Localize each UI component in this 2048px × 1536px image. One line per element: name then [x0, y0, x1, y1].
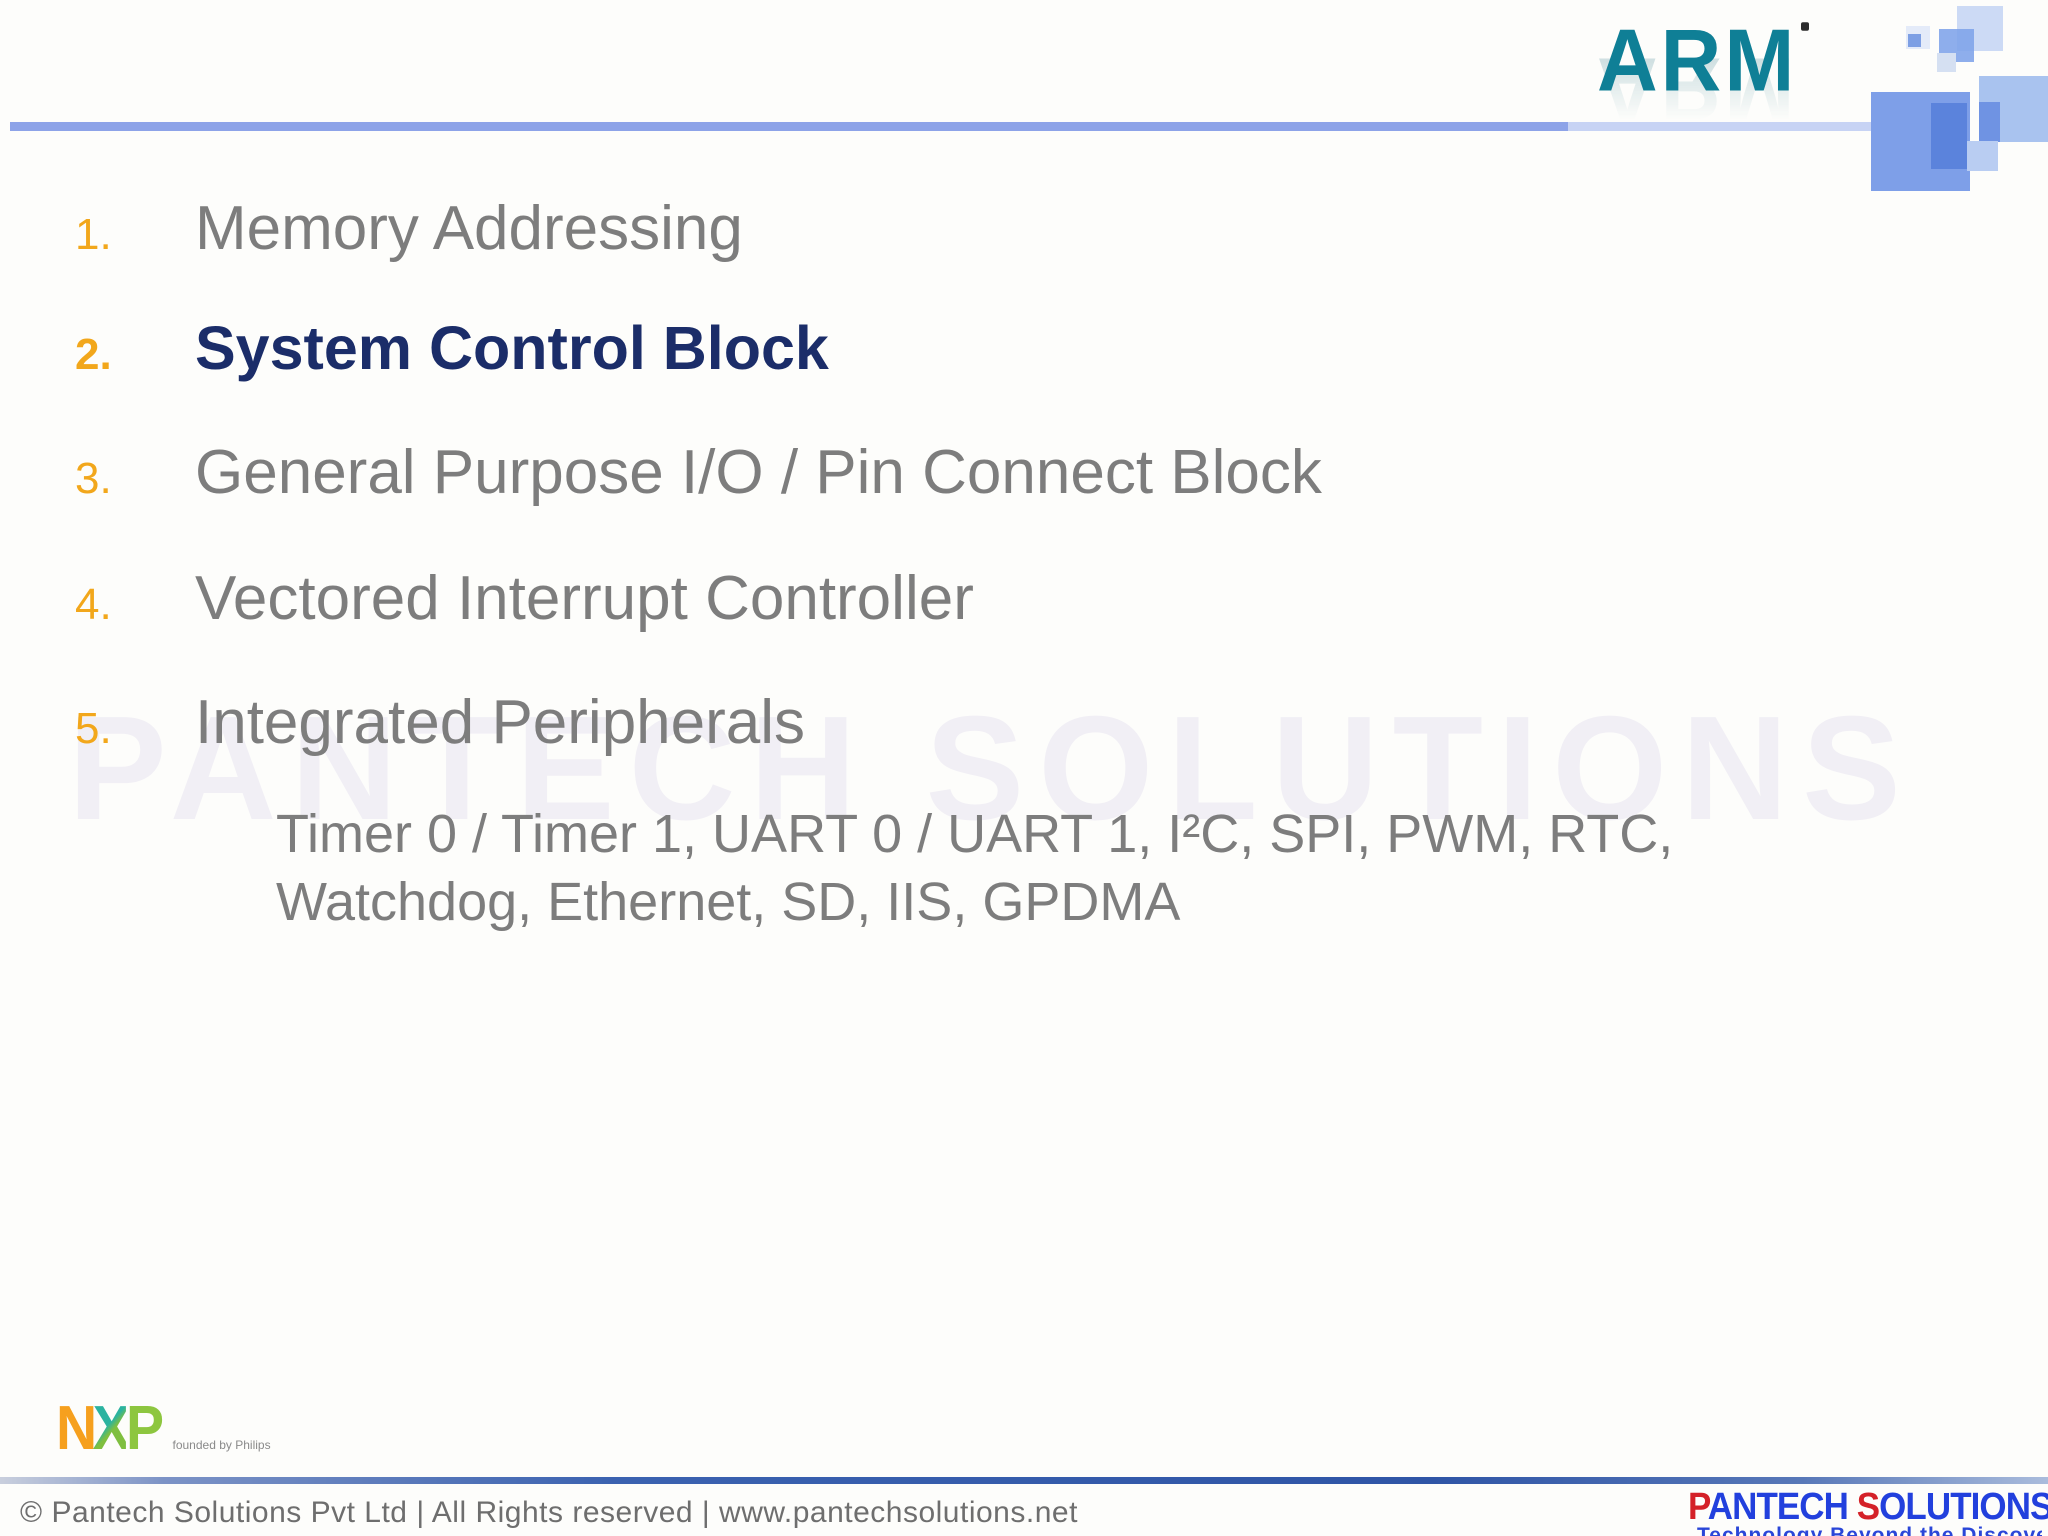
agenda-number: 3.: [75, 454, 112, 503]
nxp-founded-by-philips: founded by Philips: [172, 1438, 271, 1452]
arm-registered-mark-dot: [1801, 22, 1810, 31]
footer-rule: [0, 1477, 2048, 1484]
nxp-logo-letters: NXP: [56, 1398, 164, 1460]
deco-square-pale-small: [1937, 53, 1956, 72]
agenda-label: General Purpose I/O / Pin Connect Block: [195, 438, 1322, 507]
nxp-logo: NXP founded by Philips: [56, 1398, 271, 1460]
agenda-label: Integrated Peripherals: [195, 688, 806, 757]
nxp-letter-x: X: [92, 1394, 131, 1463]
header-rule: [10, 122, 1568, 131]
agenda-number: 2.: [75, 330, 112, 379]
pantech-logo-antech: ANTECH: [1707, 1486, 1857, 1528]
pantech-tagline-clipped: Technology Beyond the Discovery: [1697, 1524, 2042, 1536]
background-watermark: PANTECH SOLUTIONS: [68, 696, 1915, 841]
agenda-item-vectored-interrupt-controller: 4. Vectored Interrupt Controller: [75, 568, 974, 630]
agenda-item-integrated-peripherals: 5. Integrated Peripherals: [75, 692, 805, 754]
peripherals-detail: Timer 0 / Timer 1, UART 0 / UART 1, I²C,…: [276, 800, 1673, 936]
agenda-number: 1.: [75, 210, 112, 259]
pantech-logo-s: S: [1856, 1486, 1880, 1528]
agenda-item-system-control-block: 2. System Control Block: [75, 318, 829, 379]
arm-logo-text: ARM: [1597, 10, 1798, 110]
deco-square-medium-strip: [1979, 102, 2000, 142]
footer-copyright: © Pantech Solutions Pvt Ltd | All Rights…: [20, 1496, 1078, 1529]
header-rule-light-segment: [1568, 122, 1875, 131]
nxp-letter-p: P: [126, 1394, 164, 1463]
peripherals-detail-line2: Watchdog, Ethernet, SD, IIS, GPDMA: [276, 872, 1181, 932]
agenda-number: 4.: [75, 580, 112, 629]
pantech-logo-olutions: OLUTIONS: [1879, 1486, 2048, 1528]
agenda-label-active: System Control Block: [195, 314, 829, 382]
agenda-item-memory-addressing: 1. Memory Addressing: [75, 198, 743, 260]
pantech-solutions-logo: PANTECH SOLUTIONSTM: [1688, 1488, 2048, 1526]
agenda-number: 5.: [75, 704, 112, 753]
arm-logo: ARM: [1597, 16, 1810, 104]
deco-square-faint-inner: [1908, 34, 1921, 47]
pantech-logo-p: P: [1688, 1486, 1709, 1528]
deco-square-light-bottom: [1967, 141, 1998, 171]
agenda-item-gpio-pin-connect: 3. General Purpose I/O / Pin Connect Blo…: [75, 442, 1322, 504]
peripherals-detail-line1: Timer 0 / Timer 1, UART 0 / UART 1, I²C,…: [276, 804, 1674, 864]
deco-square-inner-dark: [1931, 103, 1967, 169]
nxp-letter-n: N: [56, 1394, 97, 1463]
agenda-label: Vectored Interrupt Controller: [195, 564, 974, 633]
agenda-label: Memory Addressing: [195, 194, 743, 263]
